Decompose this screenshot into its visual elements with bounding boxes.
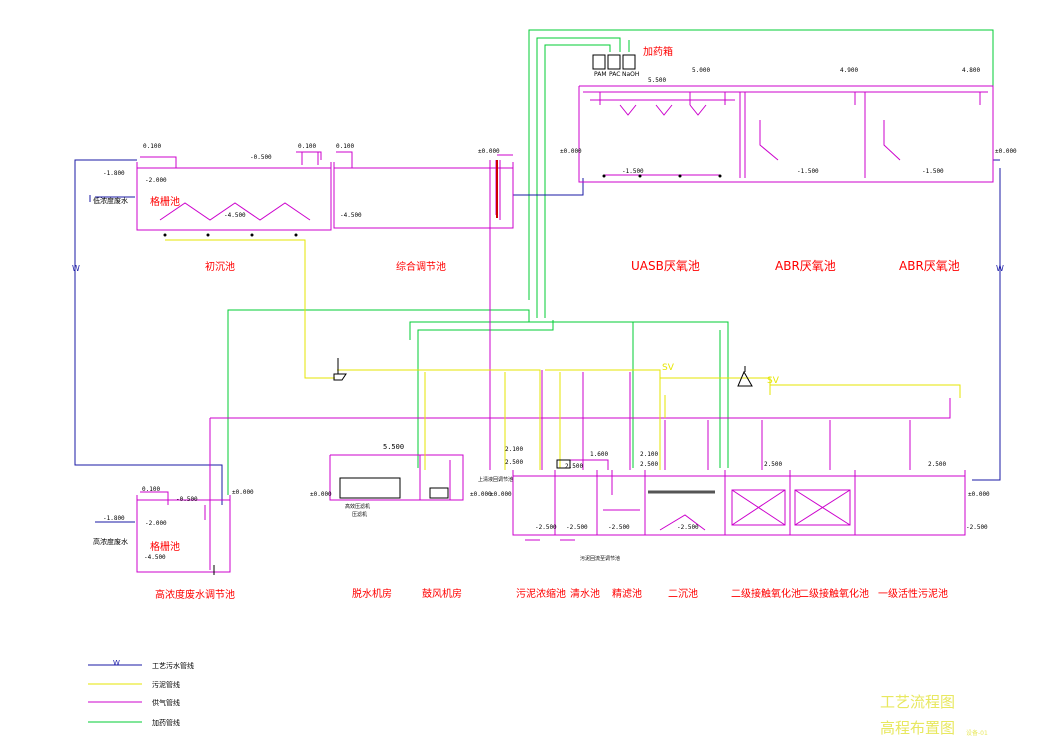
legend-symbol-water: W: [113, 659, 120, 667]
chem-pam-label: PAM: [594, 71, 607, 78]
level-label: ±0.000: [470, 491, 492, 498]
level-label: 5.500: [383, 443, 405, 451]
level-label: 2.500: [640, 461, 659, 468]
level-label: -4.500: [340, 212, 362, 219]
level-label: -1.500: [922, 168, 944, 175]
sludge-pipe-lines: [165, 239, 961, 470]
level-label: 2.500: [764, 461, 783, 468]
contact1-label: 二级接触氧化池: [731, 589, 801, 600]
inflow-low-label: 低浓度废水: [93, 197, 128, 205]
thickener-label: 污泥浓缩池: [516, 589, 566, 600]
filter-label: 精滤池: [612, 589, 642, 600]
level-label: -0.500: [176, 496, 198, 503]
dosing-box-tanks: [592, 54, 636, 70]
level-label: 4.800: [962, 67, 981, 74]
level-label: -4.500: [144, 554, 166, 561]
level-label: ±0.000: [310, 491, 332, 498]
chem-naoh-label: NaOH: [622, 71, 640, 78]
blower-label: 鼓风机房: [422, 589, 462, 600]
level-label: -1.500: [797, 168, 819, 175]
water-pipe-lines: [74, 159, 1001, 523]
equalization-label: 综合调节池: [396, 262, 446, 273]
level-label: -0.500: [250, 154, 272, 161]
primary-settling-label: 初沉池: [205, 262, 235, 273]
level-label: -2.500: [535, 524, 557, 531]
uasb-label: UASB厌氧池: [631, 259, 700, 273]
level-label: ±0.000: [995, 148, 1017, 155]
clear-label: 清水池: [570, 589, 600, 600]
pump-symbols: [333, 358, 753, 499]
sv-label-2: SV: [767, 376, 779, 386]
level-label: -2.500: [608, 524, 630, 531]
sv-label-1: SV: [662, 363, 674, 373]
level-label: -1.500: [622, 168, 644, 175]
level-label: ±0.000: [232, 489, 254, 496]
legend-label-dosing: 加药管线: [152, 719, 180, 727]
uasb-separators: [619, 104, 707, 116]
level-label: 2.500: [505, 459, 524, 466]
grille1-label: 格栅池: [150, 197, 180, 208]
chem-pac-label: PAC: [609, 71, 621, 78]
level-label: 2.100: [505, 446, 524, 453]
level-label: -4.500: [224, 212, 246, 219]
sludge-reflux-note: 污泥回流至调节池: [580, 556, 621, 562]
supernatant-note: 上清液回调节池: [478, 477, 514, 483]
legend-label-sludge: 污泥管线: [152, 681, 180, 689]
level-label: 5.000: [692, 67, 711, 74]
abr1-label: ABR厌氧池: [775, 259, 836, 273]
pipe-w-label-right: W: [996, 264, 1004, 273]
title-line-1: 工艺流程图: [880, 693, 956, 711]
level-label: 0.100: [143, 143, 162, 150]
level-label: -2.000: [145, 177, 167, 184]
contact2-label: 二级接触氧化池: [799, 589, 869, 600]
air-pipe-lines: [136, 85, 994, 573]
level-label: ±0.000: [490, 491, 512, 498]
filter-press-label: 高效压滤机: [345, 504, 371, 510]
level-label: 0.100: [142, 486, 161, 493]
level-label: ±0.000: [478, 148, 500, 155]
abr2-label: ABR厌氧池: [899, 259, 960, 273]
legend-label-air: 供气管线: [152, 699, 180, 707]
title-line-2: 高程布置图: [880, 719, 956, 737]
aeration-diffusers: [163, 174, 722, 237]
level-label: 2.100: [640, 451, 659, 458]
level-label: -1.800: [103, 170, 125, 177]
level-label: 2.500: [928, 461, 947, 468]
level-label: -2.000: [145, 520, 167, 527]
level-label: -2.500: [677, 524, 699, 531]
level-label: 1.600: [590, 451, 609, 458]
dewater-label: 脱水机房: [352, 589, 392, 600]
grille2-label: 格栅池: [150, 542, 180, 553]
activated-label: 一级活性污泥池: [878, 589, 948, 600]
level-label: -2.500: [566, 524, 588, 531]
dosing-box-label: 加药箱: [643, 47, 673, 58]
level-label: 5.500: [648, 77, 667, 84]
level-label: ±0.000: [968, 491, 990, 498]
level-label: 4.900: [840, 67, 859, 74]
level-label: ±0.000: [560, 148, 582, 155]
level-label: 0.100: [298, 143, 317, 150]
high-eq-label: 高浓度废水调节池: [155, 590, 235, 601]
filter-press-sub: 压滤机: [352, 512, 368, 518]
level-label: 0.100: [336, 143, 355, 150]
level-label: 2.500: [565, 463, 584, 470]
sheet-number: 设备-01: [966, 730, 988, 737]
level-label: -2.500: [966, 524, 988, 531]
inflow-high-label: 高浓度废水: [93, 538, 128, 546]
level-label: -1.800: [103, 515, 125, 522]
secondary-label: 二沉池: [668, 589, 698, 600]
legend-label-water: 工艺污水管线: [152, 662, 194, 670]
pipe-w-label-left: W: [72, 264, 80, 273]
